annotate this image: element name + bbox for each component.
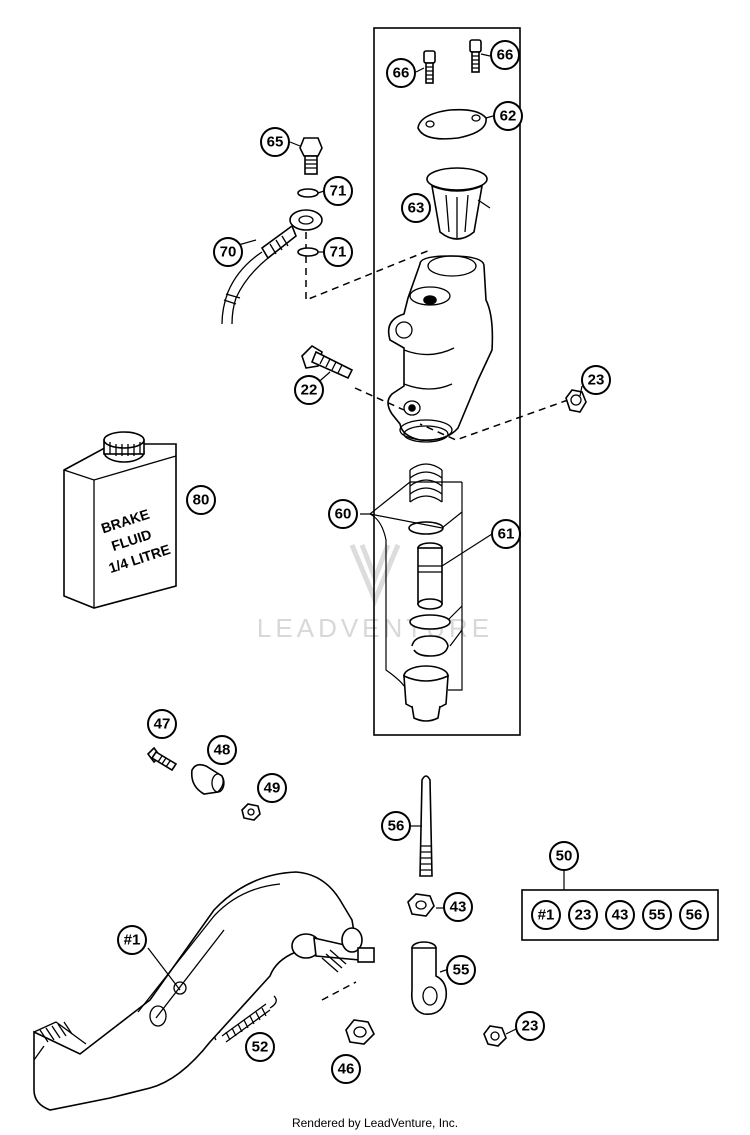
callout-65: 65 bbox=[260, 127, 290, 157]
part-circlip bbox=[411, 635, 449, 657]
callout-22: 22 bbox=[294, 375, 324, 405]
svg-text:65: 65 bbox=[267, 134, 284, 151]
kit-item-55: 55 bbox=[642, 900, 672, 930]
master-cylinder-group-box bbox=[373, 27, 521, 736]
svg-text:43: 43 bbox=[612, 907, 629, 924]
part-screw-66a bbox=[423, 50, 436, 84]
part-master-cylinder-body bbox=[387, 255, 494, 443]
svg-text:71: 71 bbox=[330, 244, 347, 261]
callout-23b: 23 bbox=[515, 1011, 545, 1041]
svg-text:62: 62 bbox=[500, 108, 517, 125]
svg-text:48: 48 bbox=[214, 742, 231, 759]
part-piston-61 bbox=[417, 542, 443, 610]
svg-text:49: 49 bbox=[264, 780, 281, 797]
part-screw-47 bbox=[146, 746, 178, 772]
kit-item-56: 56 bbox=[679, 900, 709, 930]
kit-item-1: #1 bbox=[531, 900, 561, 930]
part-o-ring-71b bbox=[297, 247, 319, 257]
watermark: LEADVENTURE bbox=[257, 544, 493, 643]
svg-text:23: 23 bbox=[588, 372, 605, 389]
part-washer bbox=[408, 521, 444, 535]
part-o-ring-71a bbox=[297, 188, 319, 198]
svg-text:#1: #1 bbox=[124, 932, 141, 949]
part-brake-fluid-container-80: BRAKE FLUID 1/4 LITRE bbox=[63, 431, 177, 609]
callout-70: 70 bbox=[213, 237, 243, 267]
svg-text:46: 46 bbox=[338, 1061, 355, 1078]
svg-text:22: 22 bbox=[301, 382, 318, 399]
part-brake-pedal-1 bbox=[33, 871, 375, 1111]
footer-credit: Rendered by LeadVenture, Inc. bbox=[291, 1116, 459, 1130]
callout-43: 43 bbox=[443, 892, 473, 922]
part-spacer-48 bbox=[190, 763, 225, 795]
assembly-dashed-lines bbox=[305, 232, 569, 1001]
svg-text:55: 55 bbox=[453, 962, 470, 979]
callout-47: 47 bbox=[147, 709, 177, 739]
svg-text:55: 55 bbox=[649, 907, 666, 924]
callout-46: 46 bbox=[331, 1054, 361, 1084]
part-nut-23b bbox=[483, 1025, 507, 1047]
callout-66b: 66 bbox=[490, 40, 520, 70]
svg-text:61: 61 bbox=[498, 526, 515, 543]
callout-66a: 66 bbox=[386, 58, 416, 88]
callout-60: 60 bbox=[328, 499, 358, 529]
part-nut-49 bbox=[241, 803, 261, 821]
part-screw-66b bbox=[469, 39, 482, 73]
watermark-text: LEADVENTURE bbox=[257, 613, 493, 643]
part-bolt-22 bbox=[301, 344, 354, 380]
svg-text:56: 56 bbox=[388, 818, 405, 835]
svg-text:80: 80 bbox=[193, 492, 210, 509]
part-dust-boot bbox=[403, 665, 449, 722]
part-spring bbox=[409, 463, 443, 503]
svg-text:56: 56 bbox=[686, 907, 703, 924]
svg-text:#1: #1 bbox=[538, 907, 555, 924]
svg-text:66: 66 bbox=[497, 47, 514, 64]
svg-text:47: 47 bbox=[154, 716, 171, 733]
callout-56: 56 bbox=[381, 811, 411, 841]
callouts: 66 66 62 65 71 63 70 71 22 23 80 60 61 4… bbox=[117, 40, 611, 1084]
kit-item-23: 23 bbox=[568, 900, 598, 930]
callout-61: 61 bbox=[491, 519, 521, 549]
kit-box-50 bbox=[521, 889, 719, 941]
callout-52: 52 bbox=[245, 1032, 275, 1062]
callout-80: 80 bbox=[186, 485, 216, 515]
callout-48: 48 bbox=[207, 735, 237, 765]
part-banjo-bolt-65 bbox=[299, 137, 323, 175]
part-brake-hose-70 bbox=[221, 209, 323, 325]
part-clevis-55 bbox=[410, 941, 448, 1015]
svg-text:50: 50 bbox=[556, 848, 573, 865]
svg-text:70: 70 bbox=[220, 244, 237, 261]
part-reservoir-cap-62 bbox=[417, 108, 487, 140]
callout-1: #1 bbox=[117, 925, 147, 955]
svg-text:71: 71 bbox=[330, 183, 347, 200]
callout-23a: 23 bbox=[581, 365, 611, 395]
part-pushrod-56 bbox=[419, 775, 433, 877]
part-nut-23a bbox=[565, 389, 587, 413]
kit-item-43: 43 bbox=[605, 900, 635, 930]
svg-text:43: 43 bbox=[450, 899, 467, 916]
svg-text:23: 23 bbox=[522, 1018, 539, 1035]
callout-leaders-group-60 bbox=[360, 481, 493, 691]
callout-62: 62 bbox=[493, 101, 523, 131]
part-nut-46 bbox=[345, 1019, 375, 1045]
callout-71b: 71 bbox=[323, 237, 353, 267]
svg-text:60: 60 bbox=[335, 506, 352, 523]
svg-text:63: 63 bbox=[408, 200, 425, 217]
callout-55: 55 bbox=[446, 955, 476, 985]
callout-63: 63 bbox=[401, 193, 431, 223]
part-nut-43 bbox=[407, 893, 435, 917]
part-diaphragm-63 bbox=[426, 167, 488, 240]
part-seal bbox=[409, 614, 451, 630]
svg-text:66: 66 bbox=[393, 65, 410, 82]
kit-contents: #1 23 43 55 56 bbox=[531, 900, 709, 930]
svg-text:52: 52 bbox=[252, 1039, 269, 1056]
callout-50: 50 bbox=[549, 841, 579, 871]
callout-49: 49 bbox=[257, 773, 287, 803]
callout-71a: 71 bbox=[323, 176, 353, 206]
svg-text:23: 23 bbox=[575, 907, 592, 924]
